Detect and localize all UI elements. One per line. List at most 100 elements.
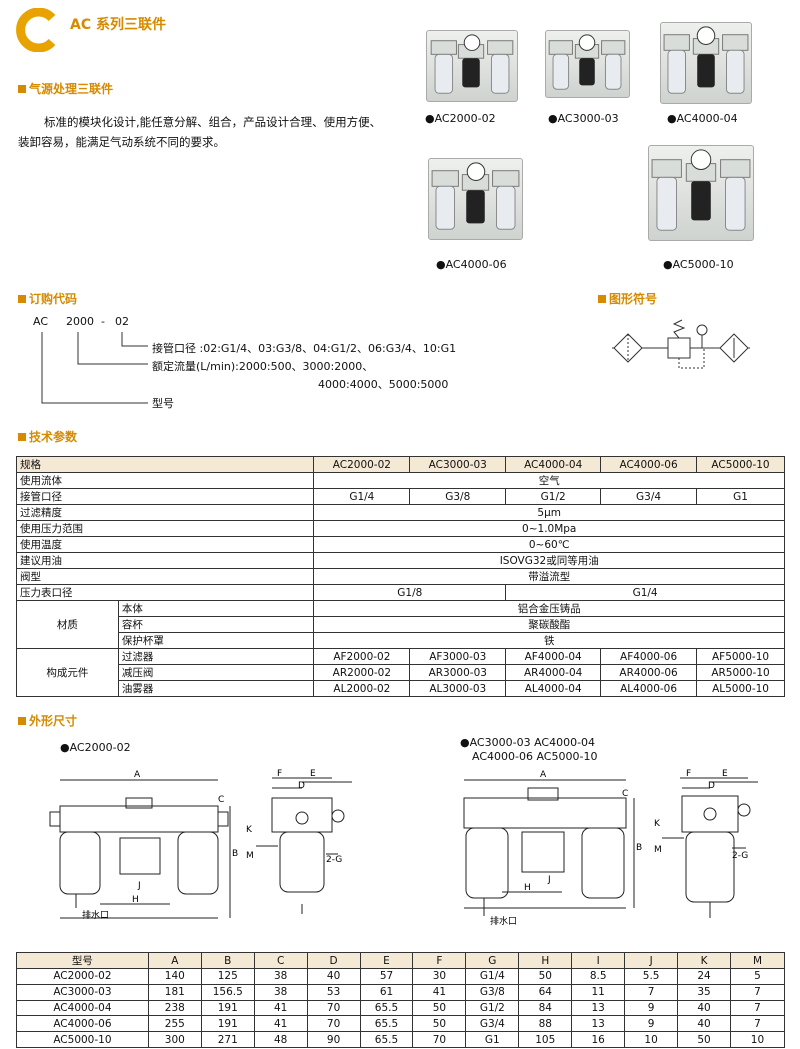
spec-sub-label: 容杯 xyxy=(117,616,315,633)
order-code-flow: 2000 xyxy=(66,315,94,328)
spec-value: G1/4 xyxy=(505,584,785,601)
spec-header-cell: AC4000-04 xyxy=(505,456,602,473)
dims-cell: 9 xyxy=(624,1015,679,1033)
dims-cell: 65.5 xyxy=(359,999,414,1017)
dims-cell: 191 xyxy=(200,1015,255,1033)
spec-label: 使用流体 xyxy=(15,472,315,489)
product-caption: ●AC4000-04 xyxy=(667,112,738,125)
dims-cell: G1/4 xyxy=(465,968,520,985)
spec-row: 建议用油 ISOVG32或同等用油 xyxy=(15,552,785,569)
dims-cell: 70 xyxy=(412,1031,467,1048)
order-code-dash: - xyxy=(101,315,105,328)
spec-value: 0~1.0Mpa xyxy=(313,520,785,537)
dims-cell: 11 xyxy=(571,983,626,1001)
order-port-desc: 接管口径 :02:G1/4、03:G3/8、04:G1/2、06:G3/4、10… xyxy=(152,342,457,355)
spec-row: 油雾器 AL2000-02 AL3000-03 AL4000-04 AL4000… xyxy=(17,680,785,697)
spec-row: 接管口径 G1/4 G3/8 G1/2 G3/4 G1 xyxy=(15,488,785,505)
spec-row: 使用压力范围 0~1.0Mpa xyxy=(15,520,785,537)
product-caption: ●AC3000-03 xyxy=(548,112,619,125)
dim-label-f: F xyxy=(686,769,691,779)
spec-header-cell: 规格 xyxy=(15,456,315,473)
spec-header-cell: AC2000-02 xyxy=(313,456,411,473)
spec-sub-label: 保护杯罩 xyxy=(117,632,315,649)
spec-label: 接管口径 xyxy=(15,488,315,505)
dims-header-cell: I xyxy=(571,952,626,969)
dim-label-e: E xyxy=(722,769,728,779)
dims-cell: 7 xyxy=(729,999,786,1017)
product-caption: ●AC4000-06 xyxy=(436,258,507,271)
spec-value: G1/2 xyxy=(505,488,602,505)
dims-cell: 50 xyxy=(518,968,573,985)
spec-header-row: 规格 AC2000-02 AC3000-03 AC4000-04 AC4000-… xyxy=(15,456,785,473)
spec-value: 空气 xyxy=(313,472,785,489)
dimension-drawing-ac3000-5000: A B C H J F E D K M 2-G 排水口 xyxy=(463,769,758,927)
spec-header-cell: AC3000-03 xyxy=(409,456,507,473)
dims-header-cell: F xyxy=(412,952,467,969)
dims-cell: 50 xyxy=(412,1015,467,1033)
dims-cell: 156.5 xyxy=(200,983,255,1001)
dims-cell: 140 xyxy=(147,968,202,985)
spec-row: 保护杯罩 铁 xyxy=(17,632,785,649)
dimension-drawing-ac2000: A B C H J F E D K M 2-G 排水口 xyxy=(49,769,352,921)
dims-cell: 41 xyxy=(412,983,467,1001)
spec-group-label: 构成元件 xyxy=(16,648,119,697)
spec-value: ISOVG32或同等用油 xyxy=(313,552,785,569)
dims-cell: 300 xyxy=(147,1031,202,1048)
dims-cell: 191 xyxy=(200,999,255,1017)
dims-cell: 181 xyxy=(147,983,202,1001)
dims-cell: 65.5 xyxy=(359,1015,414,1033)
intro-text: 标准的模块化设计,能任意分解、组合，产品设计合理、使用方便、装卸容易，能满足气动… xyxy=(18,115,382,149)
dims-cell: 13 xyxy=(571,1015,626,1033)
spec-label: 使用温度 xyxy=(15,536,315,553)
spec-value: AR5000-10 xyxy=(696,664,785,681)
spec-label: 压力表口径 xyxy=(15,584,315,601)
dims-cell: G1 xyxy=(465,1031,520,1048)
drawing-caption-left: ●AC2000-02 xyxy=(60,741,131,754)
dimensions-table: 型号 A B C D E F G H I J K M AC2000-02 140… xyxy=(16,952,786,1048)
dims-header-cell: G xyxy=(465,952,520,969)
spec-value: AF2000-02 xyxy=(313,648,411,665)
product-image-ac2000 xyxy=(426,30,518,102)
dims-cell: 50 xyxy=(412,999,467,1017)
dims-header-cell: E xyxy=(359,952,414,969)
spec-header-cell: AC5000-10 xyxy=(696,456,785,473)
dims-cell: G3/4 xyxy=(465,1015,520,1033)
order-flow-desc-2: 4000:4000、5000:5000 xyxy=(318,378,449,391)
dims-cell: 38 xyxy=(253,983,308,1001)
section-heading-symbol: 图形符号 xyxy=(598,290,657,307)
spec-value: 5μm xyxy=(313,504,785,521)
spec-value: AF5000-10 xyxy=(696,648,785,665)
dims-cell: 41 xyxy=(253,1015,308,1033)
dim-label-k: K xyxy=(654,819,661,829)
order-type-desc: 型号 xyxy=(152,397,174,410)
spec-value: AR4000-04 xyxy=(505,664,602,681)
order-code-port: 02 xyxy=(115,315,129,328)
spec-sub-label: 过滤器 xyxy=(117,648,315,665)
dims-cell: 70 xyxy=(306,999,361,1017)
dims-cell: 64 xyxy=(518,983,573,1001)
spec-header-cell: AC4000-06 xyxy=(600,456,698,473)
spec-value: G3/8 xyxy=(409,488,507,505)
dim-label-g: 2-G xyxy=(732,851,748,861)
spec-value: G1/4 xyxy=(313,488,411,505)
dims-header-cell: H xyxy=(518,952,573,969)
dims-header-row: 型号 A B C D E F G H I J K M xyxy=(16,952,786,969)
product-caption: ●AC2000-02 xyxy=(425,112,496,125)
spec-row: 使用流体 空气 xyxy=(15,472,785,489)
dim-label-c: C xyxy=(218,795,224,805)
dims-cell: AC4000-04 xyxy=(16,999,149,1017)
dims-cell: 7 xyxy=(624,983,679,1001)
dims-header-cell: C xyxy=(253,952,308,969)
section-heading-order: 订购代码 xyxy=(18,290,77,307)
dims-cell: 70 xyxy=(306,1015,361,1033)
spec-row: 阀型 带溢流型 xyxy=(15,568,785,585)
dims-header-cell: M xyxy=(729,952,786,969)
dims-cell: G1/2 xyxy=(465,999,520,1017)
dim-label-j: J xyxy=(137,881,141,891)
spec-value: AR3000-03 xyxy=(409,664,507,681)
dims-cell: AC4000-06 xyxy=(16,1015,149,1033)
order-flow-desc: 额定流量(L/min):2000:500、3000:2000、 xyxy=(152,360,374,373)
dim-label-a: A xyxy=(540,770,547,780)
spec-row: 使用温度 0~60℃ xyxy=(15,536,785,553)
dims-row: AC3000-03 181 156.5 38 53 61 41 G3/8 64 … xyxy=(16,983,786,1001)
